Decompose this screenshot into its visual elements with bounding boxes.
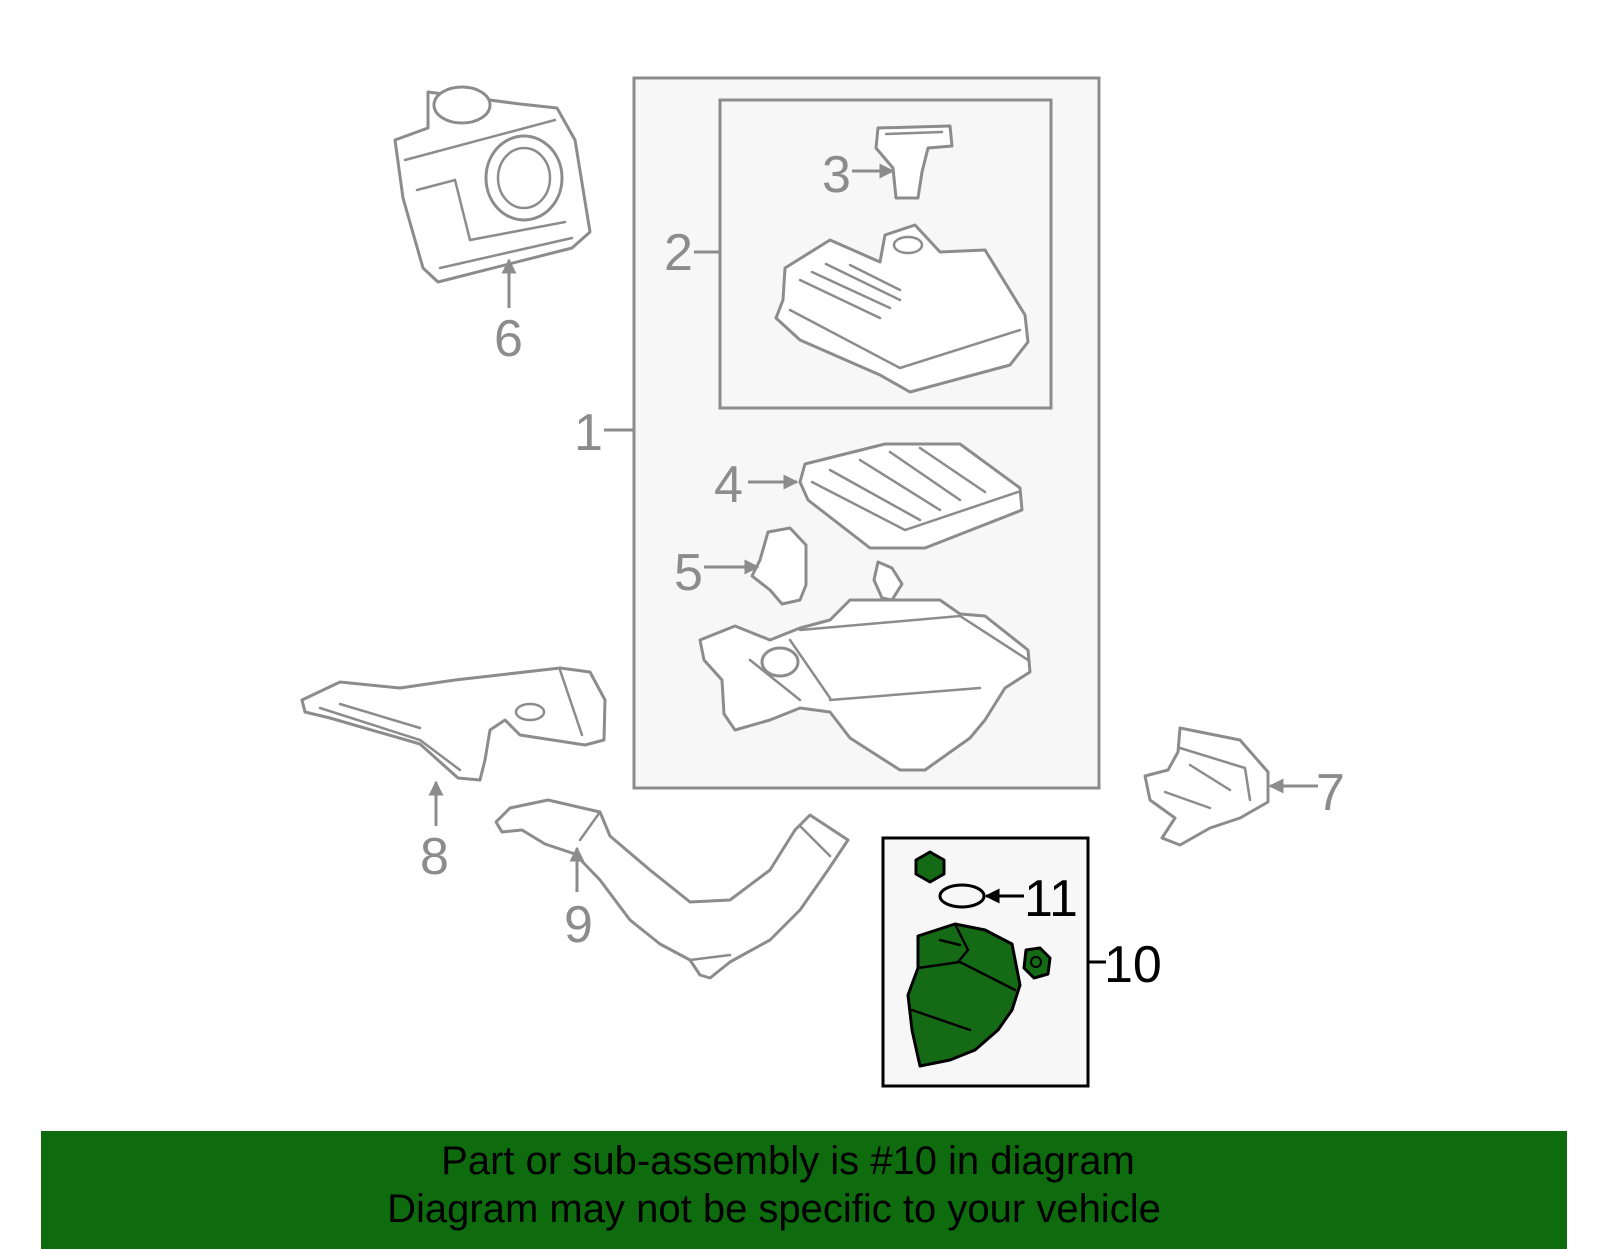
part-9-hose: [494, 798, 850, 980]
callout-6: 6: [494, 310, 523, 368]
part-10-resonator: [906, 922, 1052, 1068]
callout-4: 4: [714, 456, 743, 514]
callout-2: 2: [664, 224, 693, 282]
parts-diagram: 1 2 3 4 5 6 7 8 9 10 11: [300, 76, 1345, 1088]
callout-8: 8: [420, 828, 449, 886]
part-2-cleaner-cover: [774, 223, 1030, 394]
banner-text-part-reference: Part or sub-assembly is #10 in diagram: [441, 1139, 1135, 1183]
callout-11: 11: [1024, 870, 1078, 928]
callout-1: 1: [574, 404, 603, 462]
part-1-lower-housing: [698, 598, 1032, 772]
callout-9: 9: [564, 896, 593, 954]
part-6-inlet-housing: [393, 85, 592, 284]
part-8-intake-duct: [300, 666, 607, 782]
callout-7: 7: [1316, 764, 1345, 822]
callout-10: 10: [1104, 936, 1162, 994]
leader-lines: [428, 163, 1318, 964]
part-11-cap-seal: [914, 850, 986, 909]
part-3-sensor: [874, 124, 954, 200]
banner-text-disclaimer: Diagram may not be specific to your vehi…: [387, 1187, 1161, 1231]
part-7-bracket: [1143, 726, 1270, 847]
callout-3: 3: [822, 146, 851, 204]
part-4-filter-element: [798, 442, 1024, 550]
info-banner: Part or sub-assembly is #10 in diagram D…: [41, 1131, 1567, 1249]
callout-5: 5: [674, 544, 703, 602]
